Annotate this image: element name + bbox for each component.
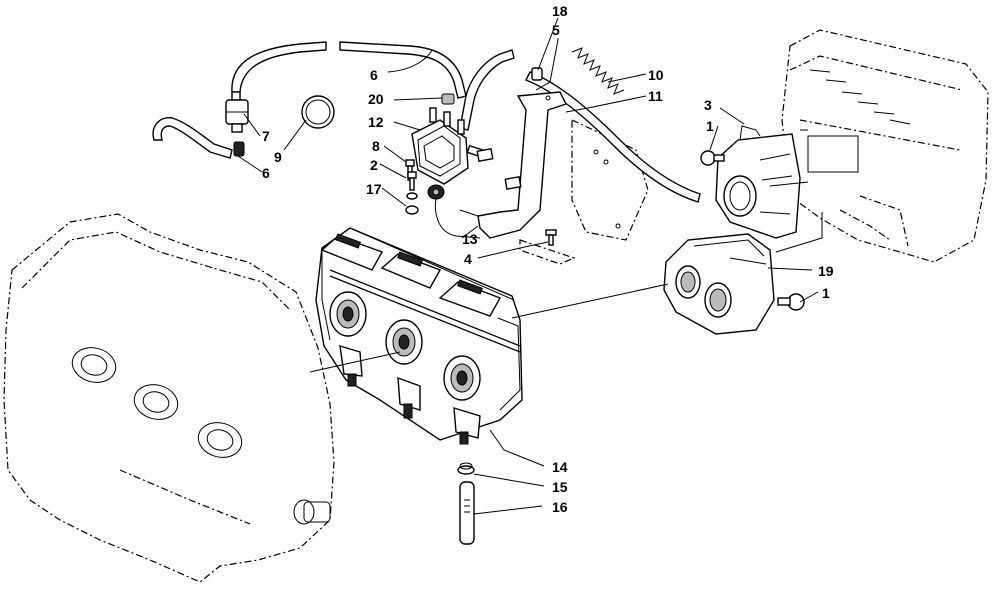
- callout-9: 9: [274, 149, 282, 165]
- callout-18: 18: [552, 3, 568, 19]
- screw-4: [545, 229, 557, 246]
- callout-8: 8: [372, 138, 380, 154]
- fuel-pump: [411, 107, 486, 185]
- fitting-20: [441, 93, 455, 105]
- callout-1-upper: 1: [706, 118, 714, 134]
- assembly-lines: [309, 129, 823, 373]
- push-rivet-1a: [700, 150, 725, 166]
- spring: [571, 47, 625, 95]
- clip-18: [531, 67, 543, 81]
- small-clamp: [233, 141, 245, 157]
- screw-2: [407, 171, 417, 191]
- callout-3: 3: [704, 97, 712, 113]
- mounting-plate-outline: [519, 119, 649, 265]
- callout-19: 19: [818, 263, 834, 279]
- callout-labels: 18 5 6 10 20 11 3 12 7 1 8 9 2 6 17 13 4…: [262, 3, 834, 515]
- push-rivet-1b: [777, 293, 805, 311]
- drain-tube-16: [459, 481, 475, 545]
- washer-17: [405, 205, 419, 215]
- clamp-15: [457, 462, 475, 475]
- grommet-13: [427, 184, 445, 200]
- fuel-hose-lower: [152, 117, 233, 159]
- callout-1-lower: 1: [822, 285, 830, 301]
- callout-11: 11: [648, 88, 663, 104]
- hose-clamp-ring: [301, 95, 335, 129]
- leader-lines: [237, 17, 819, 515]
- callout-6-upper: 6: [370, 67, 378, 83]
- air-silencer-rear: [715, 125, 801, 239]
- air-silencer-front: [663, 233, 775, 335]
- carburetor-assembly: [315, 227, 523, 445]
- callout-12: 12: [368, 114, 384, 130]
- callout-5: 5: [552, 22, 560, 38]
- callout-4: 4: [464, 251, 472, 267]
- callout-14: 14: [552, 459, 568, 475]
- callout-13: 13: [462, 231, 478, 247]
- washer-2b: [406, 192, 418, 200]
- callout-7: 7: [262, 128, 270, 144]
- callout-17: 17: [366, 181, 382, 197]
- callout-15: 15: [552, 479, 568, 495]
- callout-10: 10: [648, 67, 664, 83]
- callout-2: 2: [370, 157, 378, 173]
- fuel-filter: [225, 91, 249, 133]
- fuel-pump-bracket: [459, 91, 567, 239]
- fuel-hose-upper: [231, 41, 515, 131]
- callout-16: 16: [552, 499, 568, 515]
- callout-20: 20: [368, 91, 384, 107]
- callout-6-lower: 6: [262, 165, 270, 181]
- airbox-outline: [781, 29, 989, 263]
- vent-hose-long: [525, 71, 701, 203]
- engine-block-outline: [3, 213, 335, 583]
